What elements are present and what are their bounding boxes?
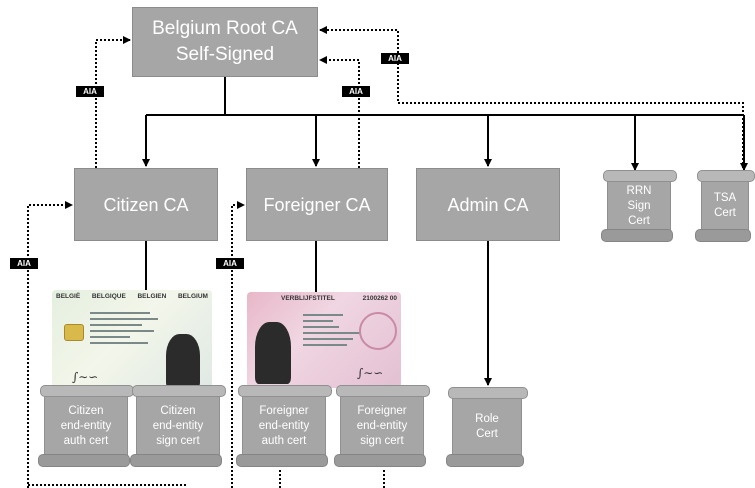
aia-label: AIA: [342, 86, 370, 97]
belgian-id-card-image: BELGIË BELGIQUE BELGIEN BELGIUM ∫∼∽: [52, 290, 212, 390]
foreigner-ca-label: Foreigner CA: [263, 194, 371, 215]
foreigner-id-card-header: VERBLIJFSTITEL 2100262 00: [281, 295, 397, 302]
citizen-sign-cert-scroll: Citizen end-entity sign cert: [130, 385, 226, 467]
admin-ca-box: Admin CA: [416, 168, 560, 241]
citizen-ca-label: Citizen CA: [103, 194, 189, 215]
card-text-lines: [303, 314, 363, 350]
signature-icon: ∫∼∽: [72, 370, 99, 384]
foreigner-sign-cert-scroll: Foreigner end-entity sign cert: [334, 385, 430, 467]
tsa-cert-label: TSA Cert: [713, 192, 737, 219]
rrn-sign-cert-scroll: RRN Sign Cert: [601, 170, 677, 242]
portrait-photo: [166, 334, 200, 388]
aia-label: AIA: [10, 258, 38, 269]
citizen-auth-cert-label: Citizen end-entity auth cert: [60, 404, 112, 447]
aia-foreigner-to-root: [319, 56, 360, 168]
aia-label: AIA: [216, 258, 244, 269]
role-cert-scroll: Role Cert: [446, 387, 528, 467]
citizen-auth-cert-scroll: Citizen end-entity auth cert: [38, 385, 134, 467]
tsa-cert-scroll: TSA Cert: [695, 170, 755, 242]
rrn-sign-cert-label: RRN Sign Cert: [626, 184, 652, 227]
foreigner-auth-cert-scroll: Foreigner end-entity auth cert: [236, 385, 332, 467]
foreigner-ca-box: Foreigner CA: [246, 168, 388, 241]
citizen-sign-cert-label: Citizen end-entity sign cert: [152, 404, 204, 447]
aia-citizen-ee-to-citizen-ca: [27, 201, 73, 488]
root-ca-box: Belgium Root CA Self-Signed: [132, 7, 318, 77]
foreigner-sign-cert-label: Foreigner end-entity sign cert: [356, 404, 408, 447]
citizen-ca-box: Citizen CA: [74, 168, 218, 241]
signature-icon: ∫∼∽: [357, 366, 384, 380]
aia-tsa-to-root: [319, 26, 744, 168]
admin-ca-label: Admin CA: [447, 194, 529, 215]
portrait-photo: [255, 322, 291, 384]
chip-icon: [64, 324, 84, 341]
role-cert-label: Role Cert: [475, 413, 499, 440]
foreigner-id-card-image: VERBLIJFSTITEL 2100262 00 ∫∼∽: [247, 292, 401, 388]
card-text-lines: [90, 312, 160, 348]
foreigner-auth-cert-label: Foreigner end-entity auth cert: [258, 404, 310, 447]
aia-label: AIA: [381, 53, 409, 64]
aia-label: AIA: [76, 86, 104, 97]
belgian-id-card-header: BELGIË BELGIQUE BELGIEN BELGIUM: [56, 293, 208, 300]
aia-citizen-to-root: [95, 36, 131, 168]
seal-icon: [359, 312, 397, 350]
root-ca-label: Belgium Root CA Self-Signed: [152, 18, 298, 65]
